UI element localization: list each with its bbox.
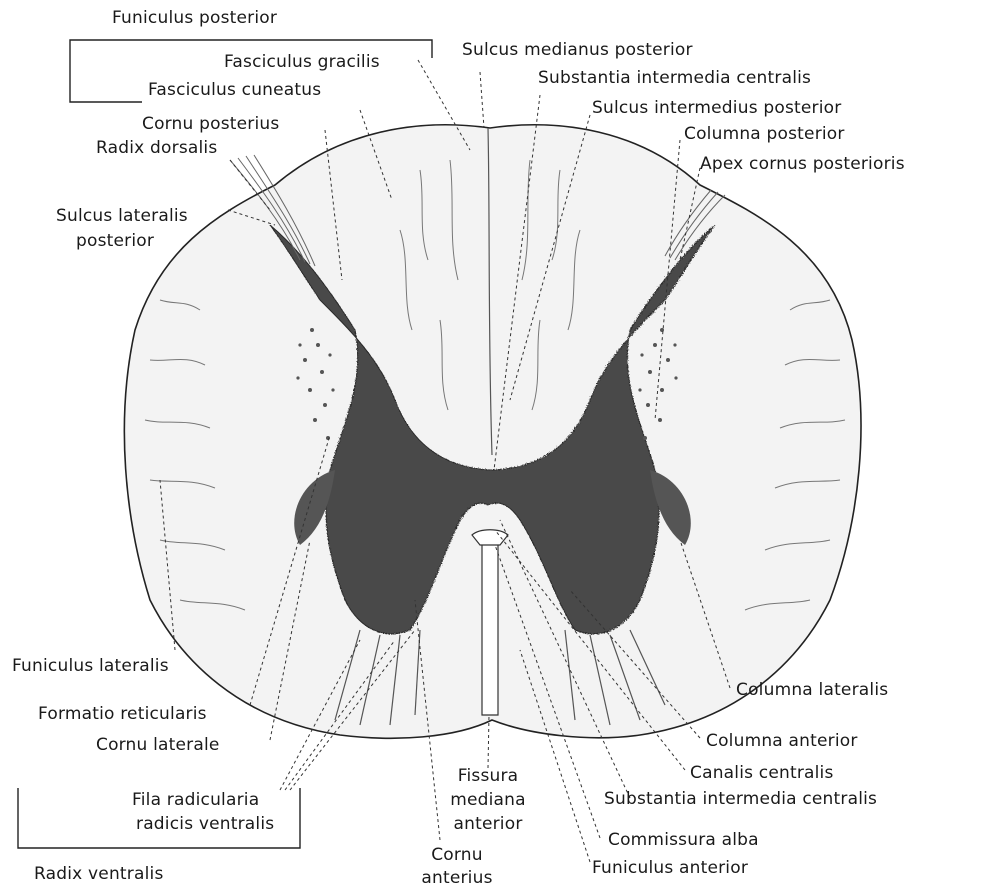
label-canalis-centralis: Canalis centralis bbox=[690, 763, 834, 783]
label-fasciculus-gracilis: Fasciculus gracilis bbox=[224, 52, 380, 72]
leader-fissura-mediana bbox=[488, 715, 489, 768]
label-fila-radicularia-1: Fila radicularia bbox=[132, 790, 259, 810]
label-cornu-anterius-2: anterius bbox=[412, 868, 502, 888]
label-sulcus-lateralis-posterior-1: Sulcus lateralis bbox=[56, 206, 188, 226]
label-fissura-mediana-anterior-1: Fissura bbox=[426, 766, 550, 786]
label-commissura-alba: Commissura alba bbox=[608, 830, 759, 850]
label-fasciculus-cuneatus: Fasciculus cuneatus bbox=[148, 80, 321, 100]
label-sulcus-medianus-posterior: Sulcus medianus posterior bbox=[462, 40, 693, 60]
label-columna-anterior: Columna anterior bbox=[706, 731, 858, 751]
label-columna-lateralis: Columna lateralis bbox=[736, 680, 888, 700]
label-formatio-reticularis: Formatio reticularis bbox=[38, 704, 207, 724]
label-cornu-laterale: Cornu laterale bbox=[96, 735, 220, 755]
label-fissura-mediana-anterior-2: mediana bbox=[426, 790, 550, 810]
label-cornu-anterius-1: Cornu bbox=[412, 845, 502, 865]
label-sulcus-lateralis-posterior-2: posterior bbox=[76, 231, 154, 251]
label-substantia-intermedia-centralis-top: Substantia intermedia centralis bbox=[538, 68, 811, 88]
label-sulcus-intermedius-posterior: Sulcus intermedius posterior bbox=[592, 98, 841, 118]
anterior-median-fissure bbox=[482, 540, 498, 715]
label-substantia-intermedia-centralis-bottom: Substantia intermedia centralis bbox=[604, 789, 877, 809]
label-funiculus-anterior: Funiculus anterior bbox=[592, 858, 748, 878]
label-apex-cornus-posterioris: Apex cornus posterioris bbox=[700, 154, 905, 174]
label-cornu-posterius: Cornu posterius bbox=[142, 114, 279, 134]
label-fissura-mediana-anterior-3: anterior bbox=[426, 814, 550, 834]
label-radix-dorsalis: Radix dorsalis bbox=[96, 138, 217, 158]
leader-sulcus-medianus-posterior bbox=[480, 72, 484, 128]
label-fila-radicularia-2: radicis ventralis bbox=[136, 814, 274, 834]
label-funiculus-lateralis: Funiculus lateralis bbox=[12, 656, 169, 676]
label-funiculus-posterior: Funiculus posterior bbox=[112, 8, 277, 28]
label-radix-ventralis: Radix ventralis bbox=[34, 864, 164, 884]
label-columna-posterior: Columna posterior bbox=[684, 124, 845, 144]
